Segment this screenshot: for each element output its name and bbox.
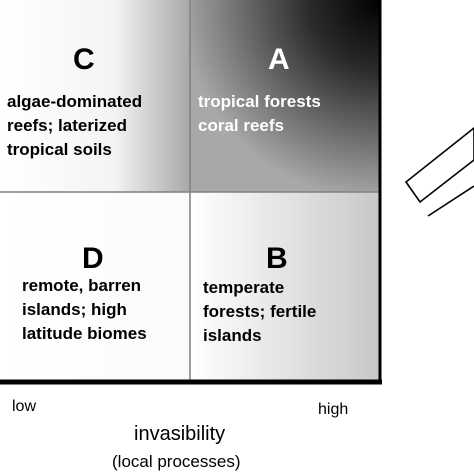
arrow-icon [404,126,474,217]
x-axis-low-label: low [12,398,37,415]
quadrant-a-letter: A [268,43,290,76]
x-axis-title: invasibility [134,423,226,445]
quadrant-b-description: temperate forests; fertile islands [203,278,317,345]
quadrant-b-letter: B [266,242,288,275]
x-axis-high-label: high [318,401,349,418]
quadrant-d-letter: D [82,242,104,275]
quadrant-d-fill [0,192,190,382]
quadrant-d-description: remote, barren islands; high latitude bi… [22,276,147,343]
quadrant-b-fill [190,192,380,382]
quadrant-a-description: tropical forests coral reefs [198,92,321,135]
quadrant-a-fill [190,0,380,192]
quadrant-c-description: algae-dominated reefs; laterized tropica… [7,92,143,159]
quadrant-c-letter: C [73,43,95,76]
quadrant-c-fill [0,0,190,192]
x-axis-subtitle: (local processes) [112,452,241,471]
